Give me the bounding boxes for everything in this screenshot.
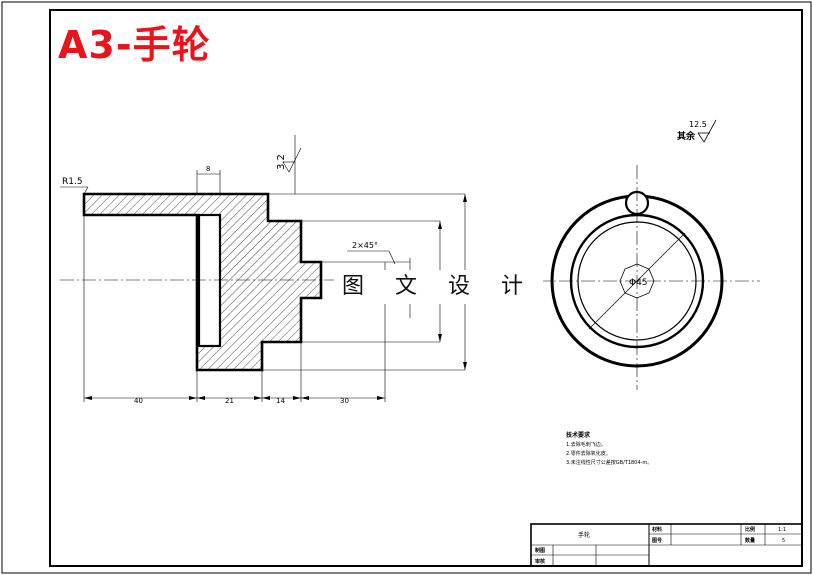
title-material-label: 材料 [652,526,662,533]
section-view: R1.5 8 2×45° 3.2 40 21 14 30 [60,135,490,405]
surface-note-value: 12.5 [689,120,707,129]
dim-bore-dia: Φ45 [629,278,648,288]
dim-radius: R1.5 [62,177,83,187]
tech-note-line: 2.零件去除氧化皮。 [566,450,611,457]
dim-chamfer: 2×45° [352,241,378,250]
title-block [530,523,803,567]
title-checked-label: 审核 [535,558,545,565]
watermark-text: 图 文 设 计 [334,270,543,304]
dim-len-c: 14 [276,397,285,405]
roughness-symbol [697,119,717,143]
diameter-leader [588,232,686,330]
title-scale-value: 1:1 [778,527,786,533]
dim-len-b: 21 [225,397,234,405]
tech-note-line: 1.去除毛刺飞边。 [566,441,606,448]
surface-note: 其余 12.5 [677,119,717,143]
title-part-name: 手轮 [578,531,590,539]
dim-len-a: 40 [134,397,143,405]
title-drawing-no-label: 图号 [652,537,662,544]
tech-notes: 技术要求 1.去除毛刺飞边。 2.零件去除氧化皮。 3.未注线性尺寸公差按GB/… [566,431,652,466]
title-scale-label: 比例 [745,526,755,533]
inner-groove [197,213,222,348]
tech-note-line: 3.未注线性尺寸公差按GB/T1804-m。 [566,459,652,466]
inner-frame [49,9,803,567]
title-qty-label: 数量 [745,537,755,544]
dim-len-d: 30 [340,397,349,405]
title-qty-value: 5 [782,538,785,544]
title-drawn-label: 制图 [535,547,545,554]
surface-note-label: 其余 [677,130,696,142]
dim-roughness-face: 3.2 [276,154,287,170]
page-title: A3-手轮 [58,23,211,67]
tech-notes-heading: 技术要求 [566,431,591,439]
dim-groove-width: 8 [206,165,210,173]
front-view [515,165,760,390]
